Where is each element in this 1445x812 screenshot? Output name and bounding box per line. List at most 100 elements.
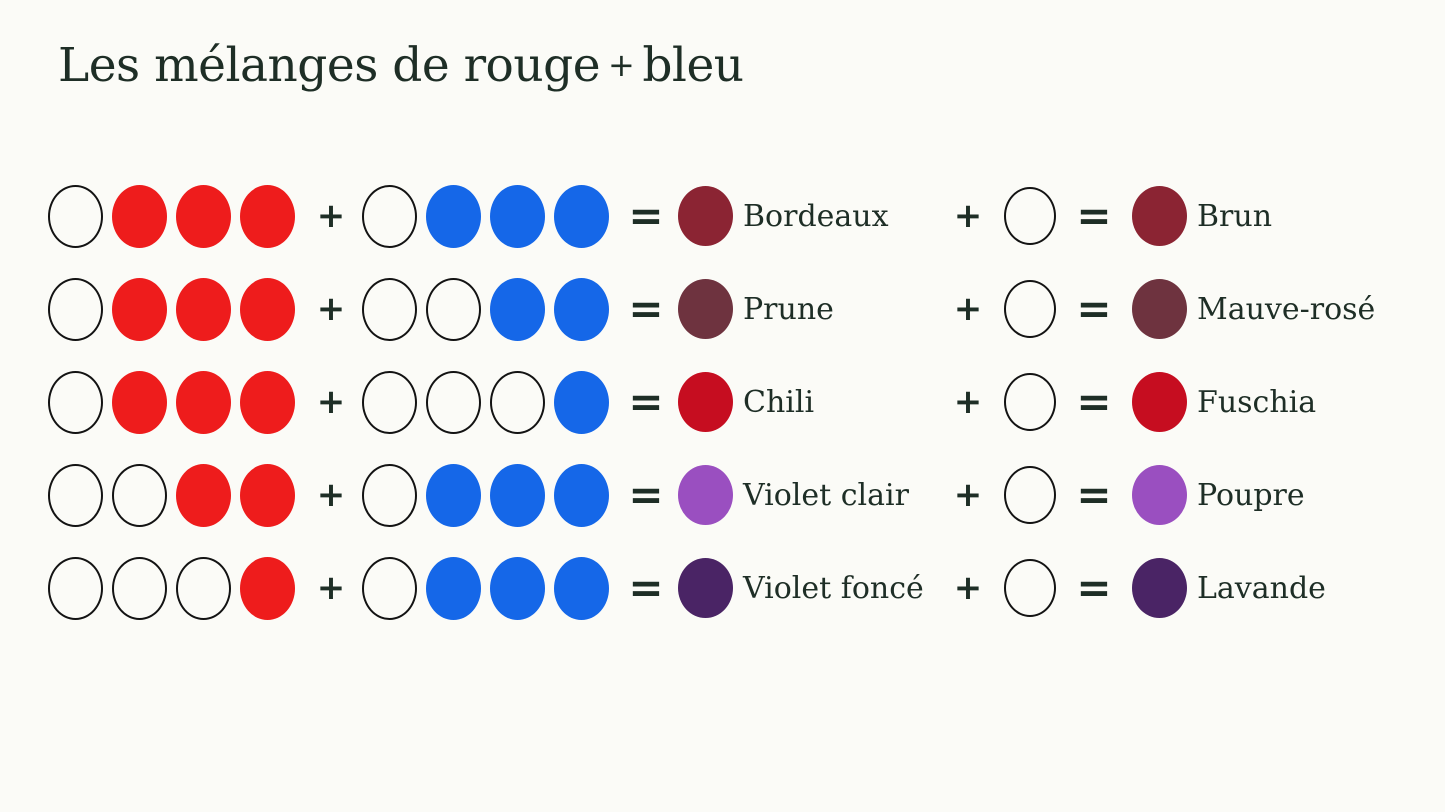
empty-circle bbox=[176, 556, 231, 620]
blue-circle bbox=[554, 463, 609, 527]
mix-color-name: Violet clair bbox=[743, 477, 909, 513]
equals-sign: = bbox=[628, 377, 664, 426]
blue-circle bbox=[554, 184, 609, 248]
tint-color-name: Mauve-rosé bbox=[1197, 291, 1376, 327]
blue-circles-group bbox=[362, 463, 614, 527]
tint-color-swatch bbox=[1132, 186, 1187, 246]
red-circle bbox=[176, 184, 231, 248]
mix-color-name: Violet foncé bbox=[743, 570, 924, 606]
mix-color-swatch bbox=[678, 186, 733, 246]
blue-circles-group bbox=[362, 556, 614, 620]
mix-row-bordeaux: + = Bordeaux + = Brun bbox=[48, 184, 1375, 248]
empty-circle bbox=[362, 370, 417, 434]
mix-color-swatch bbox=[678, 279, 733, 339]
mix-color-name: Bordeaux bbox=[743, 198, 889, 234]
red-circles-group bbox=[48, 277, 300, 341]
mix-color-name: Chili bbox=[743, 384, 815, 420]
blue-circle bbox=[426, 556, 481, 620]
plus-sign: + bbox=[316, 196, 346, 236]
empty-circle bbox=[426, 370, 481, 434]
mix-color-swatch bbox=[678, 372, 733, 432]
empty-circle bbox=[48, 184, 103, 248]
white-circle bbox=[1004, 280, 1056, 338]
mix-rows: + = Bordeaux + = Brun + = Prune + = Mauv… bbox=[48, 184, 1375, 620]
red-circle bbox=[176, 463, 231, 527]
equals-sign: = bbox=[628, 284, 664, 333]
blue-circles-group bbox=[362, 277, 614, 341]
red-circle bbox=[240, 277, 295, 341]
mix-color-swatch bbox=[678, 558, 733, 618]
white-circle bbox=[1004, 187, 1056, 245]
tint-color-name: Poupre bbox=[1197, 477, 1305, 513]
empty-circle bbox=[490, 370, 545, 434]
blue-circle bbox=[426, 184, 481, 248]
empty-circle bbox=[362, 184, 417, 248]
red-circle bbox=[240, 184, 295, 248]
equals-sign: = bbox=[628, 191, 664, 240]
empty-circle bbox=[362, 277, 417, 341]
red-circles-group bbox=[48, 184, 300, 248]
equals-sign: = bbox=[628, 563, 664, 612]
equals-sign: = bbox=[628, 470, 664, 519]
plus-sign: + bbox=[953, 382, 983, 422]
mix-color-name: Prune bbox=[743, 291, 834, 327]
plus-sign: + bbox=[953, 475, 983, 515]
mix-row-violet-fonce: + = Violet foncé + = Lavande bbox=[48, 556, 1375, 620]
tint-color-swatch bbox=[1132, 372, 1187, 432]
equals-sign: = bbox=[1076, 563, 1112, 612]
red-circle bbox=[240, 370, 295, 434]
title-text-after: bleu bbox=[642, 38, 744, 93]
blue-circle bbox=[490, 277, 545, 341]
empty-circle bbox=[48, 463, 103, 527]
red-circle bbox=[112, 370, 167, 434]
red-circle bbox=[176, 277, 231, 341]
tint-color-swatch bbox=[1132, 465, 1187, 525]
plus-sign: + bbox=[953, 289, 983, 329]
empty-circle bbox=[112, 556, 167, 620]
empty-circle bbox=[48, 370, 103, 434]
white-circle bbox=[1004, 466, 1056, 524]
blue-circles-group bbox=[362, 370, 614, 434]
red-circle bbox=[112, 184, 167, 248]
blue-circle bbox=[554, 370, 609, 434]
empty-circle bbox=[362, 556, 417, 620]
red-circle bbox=[240, 463, 295, 527]
page-title: Les mélanges de rouge+bleu bbox=[58, 38, 744, 93]
tint-color-swatch bbox=[1132, 279, 1187, 339]
mix-row-violet-clair: + = Violet clair + = Poupre bbox=[48, 463, 1375, 527]
tint-color-name: Fuschia bbox=[1197, 384, 1317, 420]
empty-circle bbox=[48, 277, 103, 341]
empty-circle bbox=[362, 463, 417, 527]
white-circle bbox=[1004, 373, 1056, 431]
red-circle bbox=[176, 370, 231, 434]
red-circles-group bbox=[48, 370, 300, 434]
plus-sign: + bbox=[316, 289, 346, 329]
equals-sign: = bbox=[1076, 470, 1112, 519]
tint-color-swatch bbox=[1132, 558, 1187, 618]
blue-circle bbox=[554, 556, 609, 620]
plus-sign: + bbox=[316, 382, 346, 422]
equals-sign: = bbox=[1076, 191, 1112, 240]
equals-sign: = bbox=[1076, 284, 1112, 333]
empty-circle bbox=[48, 556, 103, 620]
mix-color-swatch bbox=[678, 465, 733, 525]
blue-circle bbox=[490, 184, 545, 248]
equals-sign: = bbox=[1076, 377, 1112, 426]
mix-row-prune: + = Prune + = Mauve-rosé bbox=[48, 277, 1375, 341]
plus-sign: + bbox=[953, 196, 983, 236]
red-circles-group bbox=[48, 463, 300, 527]
tint-color-name: Brun bbox=[1197, 198, 1273, 234]
blue-circles-group bbox=[362, 184, 614, 248]
red-circle bbox=[112, 277, 167, 341]
blue-circle bbox=[554, 277, 609, 341]
title-text-before: Les mélanges de rouge bbox=[58, 38, 601, 93]
mix-row-chili: + = Chili + = Fuschia bbox=[48, 370, 1375, 434]
plus-sign: + bbox=[316, 568, 346, 608]
blue-circle bbox=[426, 463, 481, 527]
blue-circle bbox=[490, 463, 545, 527]
plus-sign: + bbox=[953, 568, 983, 608]
tint-color-name: Lavande bbox=[1197, 570, 1326, 606]
white-circle bbox=[1004, 559, 1056, 617]
red-circle bbox=[240, 556, 295, 620]
title-plus-sign: + bbox=[608, 46, 635, 84]
